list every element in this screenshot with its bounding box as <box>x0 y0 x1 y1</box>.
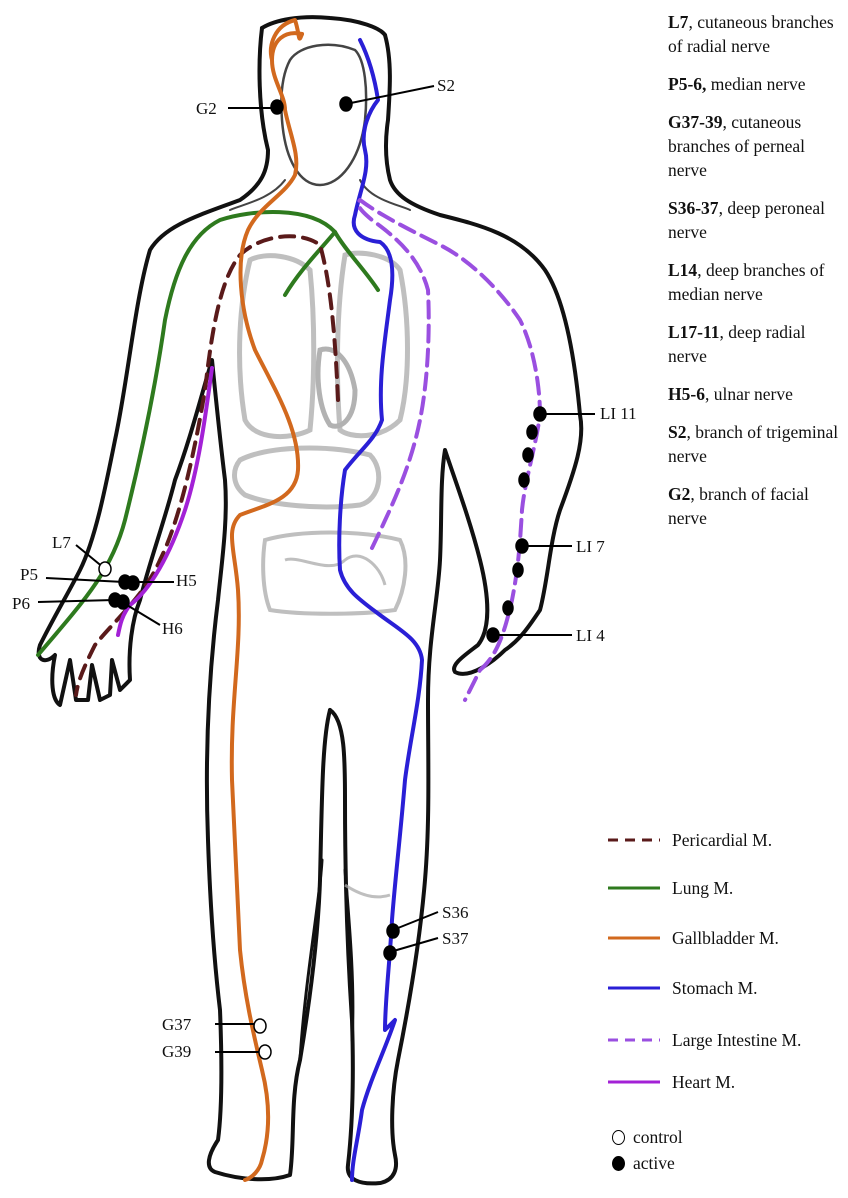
point-g2-active <box>271 100 283 114</box>
nerve-item-g37-39: G37-39, cutaneous branches of perneal ne… <box>668 110 846 182</box>
point-h5-active <box>127 576 139 590</box>
label-h5: H5 <box>176 571 197 590</box>
nerve-item-l17-11: L17-11, deep radial nerve <box>668 320 846 368</box>
legend-label: Heart M. <box>672 1072 735 1093</box>
nerve-code: P5-6, <box>668 74 706 94</box>
label-h6: H6 <box>162 619 183 638</box>
point-li-b-active <box>523 448 533 462</box>
nerve-item-g2: G2, branch of facial nerve <box>668 482 846 530</box>
point-li4-active <box>487 628 499 642</box>
active-marker-icon <box>612 1156 625 1171</box>
label-li4: LI 4 <box>576 626 605 645</box>
nerve-text: , cutaneous branches of radial nerve <box>668 12 834 56</box>
legend-item-pericardial: Pericardial M. <box>606 828 772 852</box>
legend-swatch-solid <box>606 881 662 895</box>
legend-swatch-solid <box>606 981 662 995</box>
point-li7-active <box>516 539 528 553</box>
nerve-text: , ulnar nerve <box>705 384 793 404</box>
nerve-code: G37-39 <box>668 112 722 132</box>
nerve-text: , branch of trigeminal nerve <box>668 422 838 466</box>
legend-label: Gallbladder M. <box>672 928 779 949</box>
legend-item-active: active <box>612 1152 675 1174</box>
point-li-d-active <box>513 563 523 577</box>
nerve-code: G2 <box>668 484 690 504</box>
control-marker-icon <box>612 1130 625 1145</box>
legend-item-stomach: Stomach M. <box>606 976 758 1000</box>
label-li11: LI 11 <box>600 404 637 423</box>
point-l7-control <box>99 562 111 576</box>
legend-item-large-intestine: Large Intestine M. <box>606 1028 801 1052</box>
point-li-e-active <box>503 601 513 615</box>
label-p6: P6 <box>12 594 30 613</box>
label-li7: LI 7 <box>576 537 605 556</box>
legend-label: active <box>633 1153 675 1174</box>
nerve-code: L14 <box>668 260 697 280</box>
legend-label: Stomach M. <box>672 978 758 999</box>
point-s36-active <box>387 924 399 938</box>
large-intestine-meridian-line <box>359 200 541 700</box>
label-s37: S37 <box>442 929 469 948</box>
nerve-description-list: L7, cutaneous branches of radial nerve P… <box>668 10 846 544</box>
legend-label: Lung M. <box>672 878 733 899</box>
nerve-code: L7 <box>668 12 688 32</box>
point-li-a-active <box>527 425 537 439</box>
legend-swatch-dashed <box>606 1033 662 1047</box>
label-l7: L7 <box>52 533 71 552</box>
nerve-code: S2 <box>668 422 686 442</box>
label-g2: G2 <box>196 99 217 118</box>
point-h6-active <box>117 595 129 609</box>
legend-label: Large Intestine M. <box>672 1030 801 1051</box>
point-s2-active <box>340 97 352 111</box>
point-li-c-active <box>519 473 529 487</box>
legend-item-gallbladder: Gallbladder M. <box>606 926 779 950</box>
nerve-item-s36-37: S36-37, deep peroneal nerve <box>668 196 846 244</box>
legend-swatch-solid <box>606 1075 662 1089</box>
point-li11-active <box>534 407 546 421</box>
point-s37-active <box>384 946 396 960</box>
nerve-text: , branch of facial nerve <box>668 484 809 528</box>
point-g37-control <box>254 1019 266 1033</box>
label-g39: G39 <box>162 1042 191 1061</box>
acupoint-markers <box>99 97 546 1059</box>
nerve-text: median nerve <box>706 74 805 94</box>
nerve-item-l7: L7, cutaneous branches of radial nerve <box>668 10 846 58</box>
nerve-item-h5-6: H5-6, ulnar nerve <box>668 382 846 406</box>
label-s36: S36 <box>442 903 468 922</box>
legend-label: control <box>633 1127 683 1148</box>
legend-label: Pericardial M. <box>672 830 772 851</box>
label-g37: G37 <box>162 1015 192 1034</box>
label-s2: S2 <box>437 76 455 95</box>
nerve-item-l14: L14, deep branches of median nerve <box>668 258 846 306</box>
nerve-code: H5-6 <box>668 384 705 404</box>
legend-item-lung: Lung M. <box>606 876 733 900</box>
nerve-code: S36-37 <box>668 198 719 218</box>
legend-swatch-dashed <box>606 833 662 847</box>
label-p5: P5 <box>20 565 38 584</box>
legend-swatch-solid <box>606 931 662 945</box>
point-g39-control <box>259 1045 271 1059</box>
nerve-item-p5-6: P5-6, median nerve <box>668 72 846 96</box>
nerve-code: L17-11 <box>668 322 720 342</box>
legend-item-control: control <box>612 1126 683 1148</box>
nerve-item-s2: S2, branch of trigeminal nerve <box>668 420 846 468</box>
legend-item-heart: Heart M. <box>606 1070 735 1094</box>
